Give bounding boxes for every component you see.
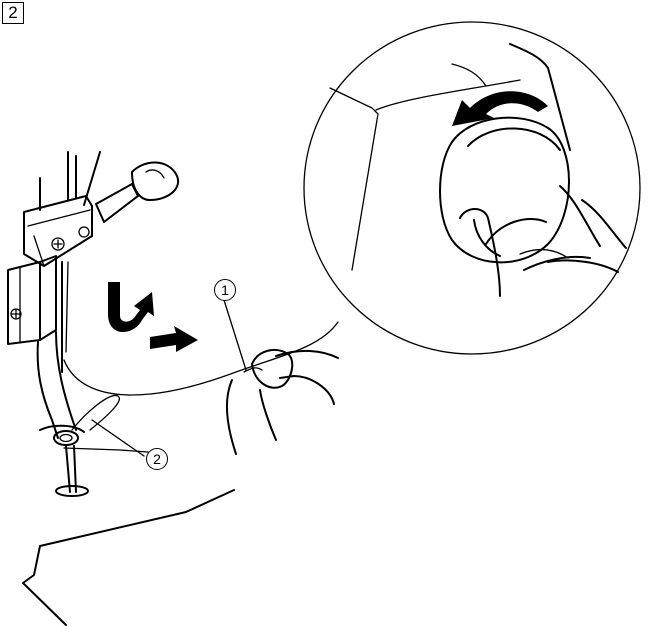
right-arrow-icon: [150, 326, 198, 352]
u-turn-up-arrow-icon: [108, 282, 154, 332]
thread-line: [64, 322, 338, 452]
callout-1: 1: [214, 279, 236, 301]
callout-2: 2: [146, 448, 168, 470]
magnified-detail: [304, 22, 640, 354]
step-number-label: 2: [2, 2, 24, 24]
presser-foot-assembly: [8, 152, 178, 496]
machine-bed-outline: [23, 490, 234, 625]
hand-holding-thread: [227, 350, 338, 454]
